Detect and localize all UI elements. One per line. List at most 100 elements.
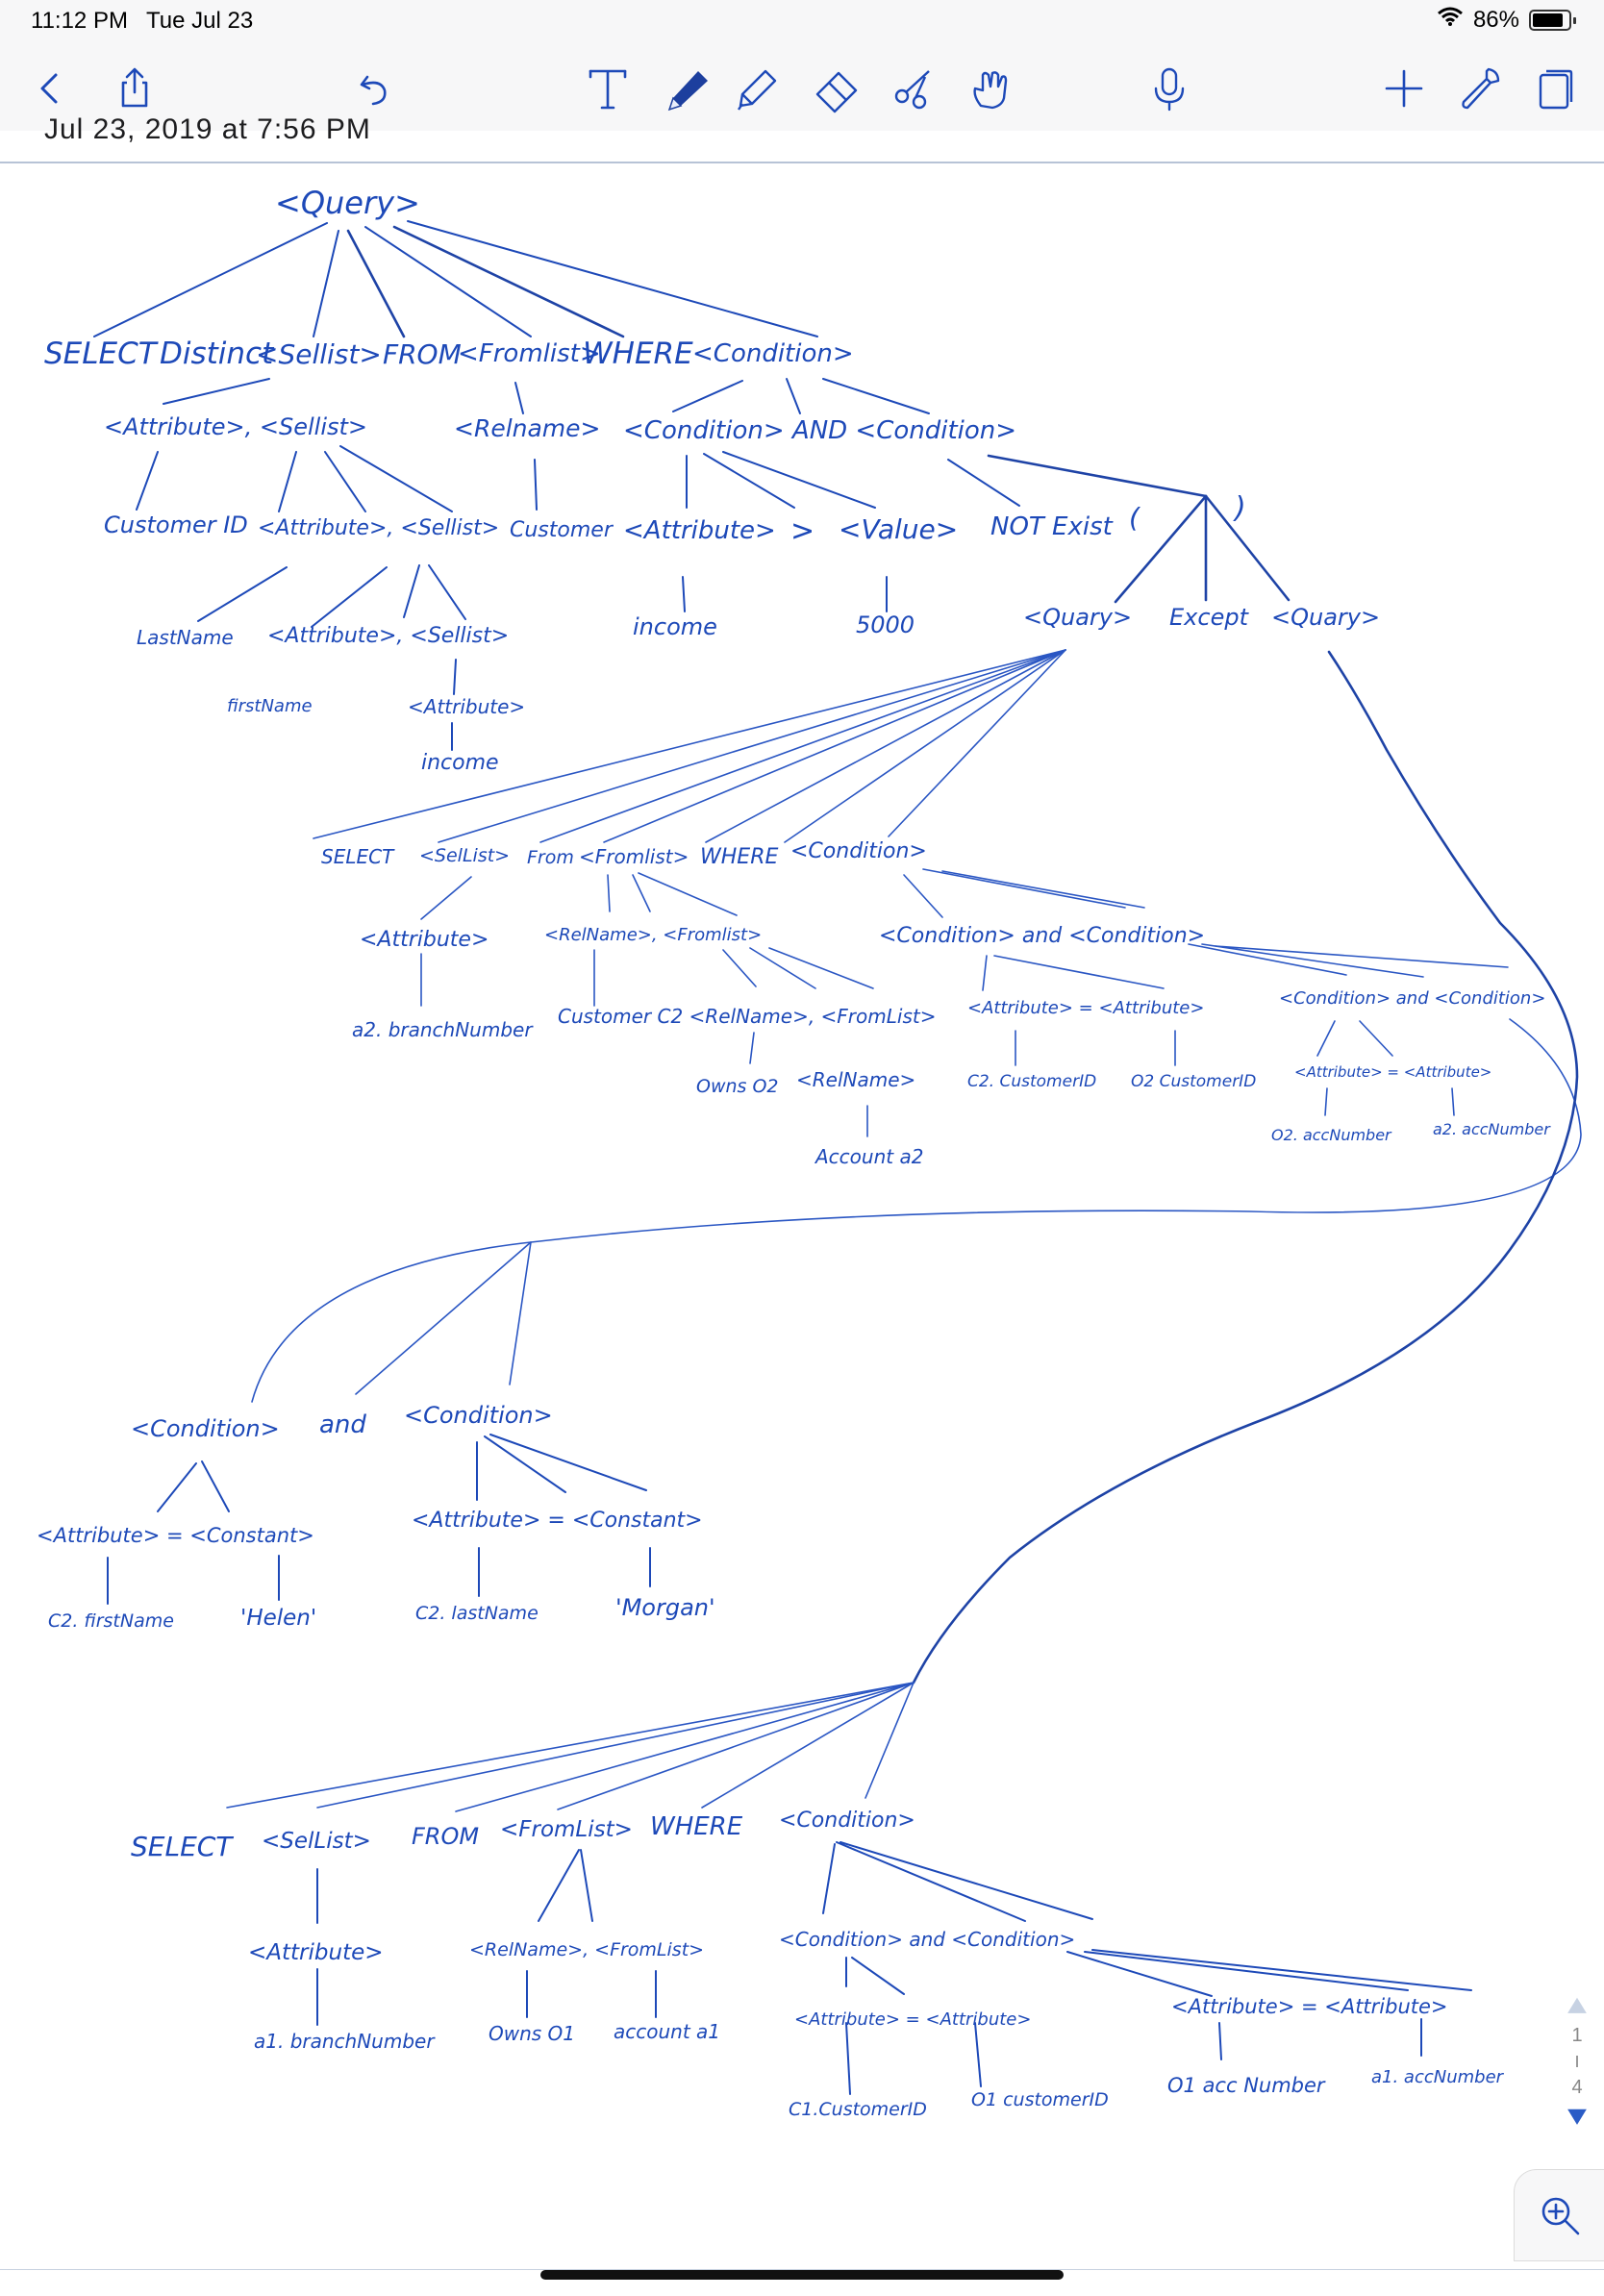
- header-rule: [0, 162, 1604, 163]
- label-c-lastname: C2. lastName: [415, 1603, 539, 1624]
- label-q2-fromlist: <Fromlist>: [579, 845, 689, 868]
- label-q2-customer-c2: Customer C2 <RelName>, <FromList>: [558, 1005, 936, 1028]
- label-cond-and-cond: <Condition> AND <Condition>: [623, 416, 1016, 445]
- label-distinct: Distinct: [160, 337, 275, 371]
- battery-percent: 86%: [1472, 6, 1519, 33]
- label-condition: <Condition>: [692, 339, 854, 368]
- label-where: WHERE: [583, 337, 693, 371]
- label-q2-cond-and: <Condition> and <Condition>: [879, 924, 1205, 948]
- status-right: 86%: [1437, 6, 1576, 34]
- label-c-morgan: 'Morgan': [615, 1594, 715, 1621]
- toolbar: [0, 48, 1604, 131]
- highlighter-tool-icon[interactable]: [725, 58, 787, 119]
- label-customer: Customer: [510, 518, 614, 542]
- undo-icon[interactable]: [344, 58, 406, 119]
- page-up-icon[interactable]: [1565, 1996, 1590, 2015]
- label-q2-attr-eq-attr: <Attribute> = <Attribute>: [967, 998, 1204, 1018]
- label-q3-attr: <Attribute>: [248, 1940, 384, 1965]
- label-q2-relname-fromlist: <RelName>, <Fromlist>: [544, 925, 762, 945]
- label-income2: income: [421, 751, 499, 775]
- label-q2-attr-eq-attr2: <Attribute> = <Attribute>: [1294, 1063, 1491, 1081]
- label-not-exist: NOT Exist: [990, 512, 1114, 541]
- pen-tool-icon[interactable]: [656, 58, 717, 119]
- label-q2-c2cid: C2. CustomerID: [967, 1072, 1096, 1091]
- label-q2-condition: <Condition>: [790, 839, 927, 863]
- wifi-icon: [1437, 6, 1464, 34]
- label-q3-attr-eq: <Attribute> = <Attribute>: [794, 2009, 1031, 2030]
- label-q3-fromlist: <FromList>: [500, 1817, 633, 1842]
- label-attr-sellist2: <Attribute>, <Sellist>: [258, 516, 499, 540]
- label-attr-sellist: <Attribute>, <Sellist>: [104, 413, 367, 440]
- zoom-button[interactable]: [1514, 2169, 1604, 2261]
- microphone-icon[interactable]: [1139, 58, 1200, 119]
- wrench-icon[interactable]: [1448, 58, 1510, 119]
- label-c-helen: 'Helen': [240, 1606, 316, 1631]
- label-q2-sellist: <SelList>: [419, 845, 510, 866]
- label-c-firstname: C2. firstName: [48, 1610, 174, 1632]
- label-q2-attr: <Attribute>: [360, 928, 489, 952]
- page-navigator: 1 4: [1560, 1996, 1594, 2127]
- page-separator: [1576, 2055, 1578, 2068]
- status-date: Tue Jul 23: [146, 8, 254, 34]
- label-attr3: <Attribute>: [408, 695, 525, 718]
- label-gt: >: [790, 514, 815, 548]
- label-q2-from: From: [527, 847, 574, 868]
- label-attr-sellist3: <Attribute>, <Sellist>: [267, 624, 509, 648]
- label-q3-o1acc: O1 acc Number: [1167, 2074, 1326, 2097]
- label-c-and: and: [319, 1410, 366, 1439]
- zoom-in-icon: [1541, 2197, 1580, 2235]
- label-q3-select: SELECT: [131, 1831, 234, 1862]
- lasso-tool-icon[interactable]: [883, 58, 944, 119]
- home-indicator[interactable]: [540, 2270, 1064, 2280]
- label-5000: 5000: [856, 611, 915, 638]
- label-q2-o2acc: O2. accNumber: [1271, 1126, 1392, 1144]
- label-q2-select: SELECT: [321, 845, 395, 868]
- label-q2-a2acc: a2. accNumber: [1433, 1120, 1551, 1138]
- label-q2-relname2: <RelName>: [796, 1068, 915, 1091]
- label-select: SELECT: [44, 337, 159, 371]
- note-date: Jul 23, 2019 at 7:56 PM: [44, 113, 371, 145]
- back-icon[interactable]: [17, 58, 79, 119]
- label-q3-a1acc: a1. accNumber: [1371, 2067, 1505, 2087]
- label-paren-close: ): [1233, 491, 1246, 525]
- label-from: FROM: [383, 338, 462, 370]
- label-q2-account: Account a2: [814, 1145, 923, 1168]
- add-icon[interactable]: [1373, 58, 1435, 119]
- label-except: Except: [1169, 604, 1250, 631]
- page-current: 1: [1571, 2024, 1583, 2046]
- share-icon[interactable]: [104, 58, 165, 119]
- label-attribute: <Attribute>: [623, 516, 776, 545]
- label-lastname: LastName: [137, 626, 234, 649]
- label-q2-owns: Owns O2: [696, 1076, 779, 1097]
- pages-icon[interactable]: [1523, 58, 1585, 119]
- label-q3-owns: Owns O1: [489, 2022, 575, 2045]
- label-sellist: <Sellist>: [256, 338, 382, 370]
- text-tool-icon[interactable]: [577, 58, 639, 119]
- label-fromlist: <Fromlist>: [458, 339, 601, 368]
- note-page[interactable]: Jul 23, 2019 at 7:56 PM: [0, 113, 1604, 2275]
- parse-tree-lines: [93, 220, 1582, 2095]
- label-quary2: <Quary>: [1271, 604, 1380, 631]
- label-q3-attr-eq2: <Attribute> = <Attribute>: [1171, 1995, 1448, 2018]
- battery-icon: [1529, 9, 1576, 31]
- label-c-cond2: <Condition>: [404, 1402, 553, 1429]
- eraser-tool-icon[interactable]: [806, 58, 867, 119]
- label-q2-where: WHERE: [700, 845, 778, 869]
- label-q2-branch: a2. branchNumber: [352, 1018, 534, 1041]
- label-c-attr-const2: <Attribute> = <Constant>: [412, 1509, 703, 1533]
- label-relname: <Relname>: [454, 414, 601, 442]
- battery-fill: [1533, 12, 1563, 27]
- hand-tool-icon[interactable]: [960, 58, 1021, 119]
- label-customer-id: Customer ID: [104, 512, 248, 538]
- label-q3-where: WHERE: [650, 1812, 743, 1841]
- label-q3-o1cid: O1 customerID: [971, 2089, 1109, 2110]
- label-paren-open: (: [1129, 502, 1140, 534]
- label-income1: income: [633, 613, 717, 640]
- label-c-attr-const: <Attribute> = <Constant>: [37, 1524, 314, 1547]
- label-q3-condition: <Condition>: [779, 1809, 915, 1833]
- label-c-cond: <Condition>: [131, 1415, 280, 1442]
- label-q3-sellist: <SelList>: [262, 1829, 371, 1854]
- footer-rule: [0, 2269, 1604, 2270]
- page-down-icon[interactable]: [1565, 2108, 1590, 2127]
